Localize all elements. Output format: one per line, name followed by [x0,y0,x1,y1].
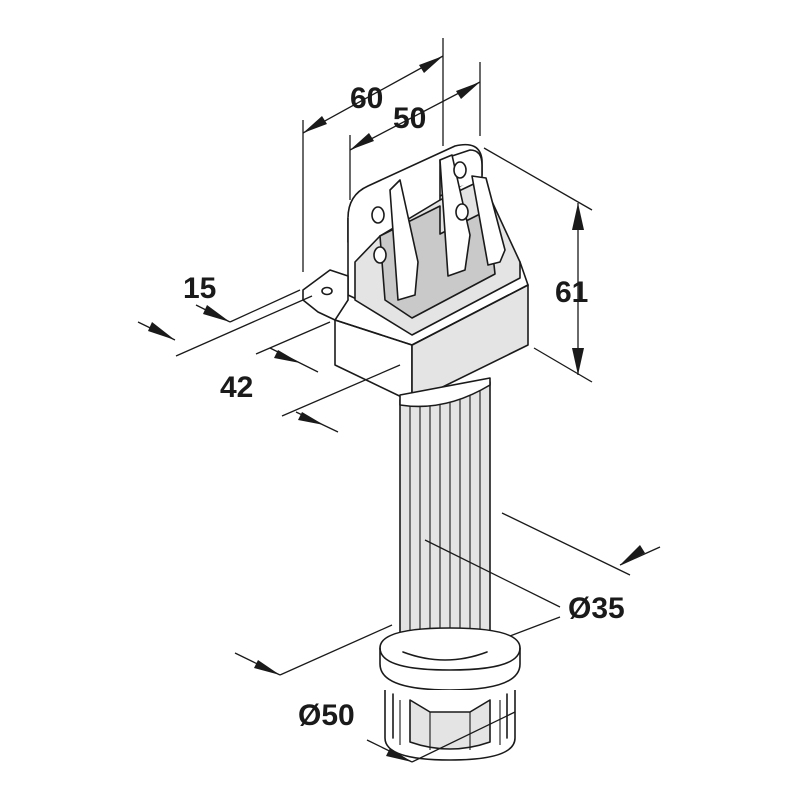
screw-hole [453,161,467,179]
foot-base [384,690,516,761]
screw-hole [371,206,385,224]
dim-foot-diameter: Ø50 [234,616,561,763]
dim-tab: 15 [137,272,313,357]
label-d35: Ø35 [568,592,625,625]
screw-hole [373,246,387,264]
mounting-bracket [302,143,529,408]
leg-tube [399,381,491,653]
label-42: 42 [220,371,253,404]
dim-width-inner: 50 [349,62,481,200]
tab-hole [321,286,333,296]
label-15: 15 [183,272,216,305]
label-61: 61 [555,276,588,309]
label-d50: Ø50 [298,699,355,732]
screw-hole [455,203,469,221]
label-50: 50 [393,102,426,135]
dim-width-outer: 60 [302,38,444,272]
foot-flange [379,627,521,691]
dim-depth: 42 [220,321,401,433]
label-60: 60 [350,82,383,115]
dim-tube-diameter: Ø35 [424,512,661,625]
dim-height: 61 [483,147,593,383]
